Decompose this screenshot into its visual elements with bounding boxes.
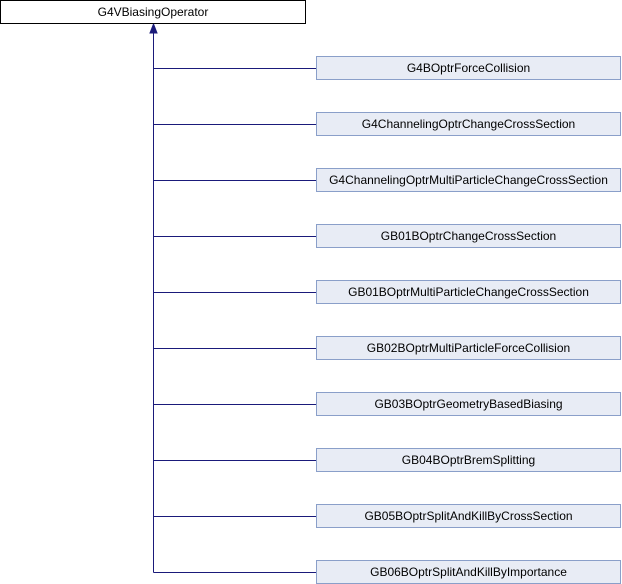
child-class-label: GB01BOptrChangeCrossSection [380, 229, 557, 243]
child-class-label: GB04BOptrBremSplitting [401, 453, 536, 467]
inheritance-arrowhead-icon [149, 22, 158, 34]
parent-class-label: G4VBiasingOperator [97, 5, 209, 19]
child-class-node[interactable]: GB01BOptrChangeCrossSection [316, 224, 621, 248]
child-class-label: G4BOptrForceCollision [406, 61, 531, 75]
child-class-node[interactable]: GB05BOptrSplitAndKillByCrossSection [316, 504, 621, 528]
parent-class-node[interactable]: G4VBiasingOperator [0, 0, 306, 24]
child-class-node[interactable]: GB04BOptrBremSplitting [316, 448, 621, 472]
child-class-label: G4ChannelingOptrChangeCrossSection [361, 117, 576, 131]
child-class-node[interactable]: G4BOptrForceCollision [316, 56, 621, 80]
child-class-node[interactable]: GB01BOptrMultiParticleChangeCrossSection [316, 280, 621, 304]
child-class-label: G4ChannelingOptrMultiParticleChangeCross… [329, 173, 608, 187]
child-class-label: GB02BOptrMultiParticleForceCollision [366, 341, 571, 355]
child-class-label: GB01BOptrMultiParticleChangeCrossSection [348, 285, 589, 299]
child-class-node[interactable]: G4ChannelingOptrMultiParticleChangeCross… [316, 168, 621, 192]
child-class-label: GB06BOptrSplitAndKillByImportance [370, 565, 567, 579]
child-class-node[interactable]: GB03BOptrGeometryBasedBiasing [316, 392, 621, 416]
child-class-label: GB05BOptrSplitAndKillByCrossSection [364, 509, 573, 523]
child-class-node[interactable]: GB06BOptrSplitAndKillByImportance [316, 560, 621, 584]
child-class-node[interactable]: G4ChannelingOptrChangeCrossSection [316, 112, 621, 136]
child-class-label: GB03BOptrGeometryBasedBiasing [374, 397, 563, 411]
child-class-node[interactable]: GB02BOptrMultiParticleForceCollision [316, 336, 621, 360]
